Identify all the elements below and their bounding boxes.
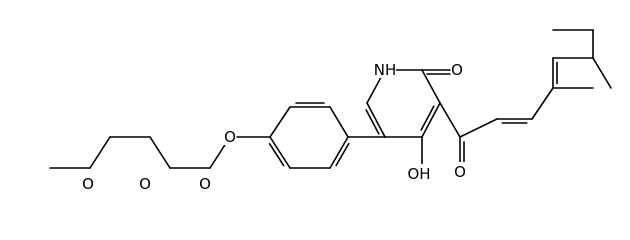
structure-canvas: NH O OH O O O O O <box>49 29 612 193</box>
bond-15 <box>269 106 291 138</box>
ether-o-phenyl-label: O <box>224 128 236 146</box>
bond-1 <box>421 69 441 104</box>
bond-31 <box>459 118 498 138</box>
ether-o-acetal-label-bg <box>198 174 212 192</box>
bond-19 <box>329 136 349 169</box>
bond-16 <box>269 136 291 169</box>
bond-26 <box>89 136 111 169</box>
carbonyl-o-ring-label: O <box>451 61 463 79</box>
hydroxyl-label-bg <box>408 164 430 182</box>
nh-label-bg <box>374 60 396 78</box>
ether-o-phenyl-label-bg <box>223 127 237 145</box>
double-bond-20 <box>335 142 350 167</box>
bond-34 <box>531 87 554 120</box>
ether-o-methoxy-label: O <box>82 175 94 193</box>
ketone-o-label: O <box>454 163 466 181</box>
ether-o-acetal-label: O <box>199 175 211 193</box>
bond-5 <box>366 102 386 138</box>
molecule-structure: NH O OH O O O O O <box>49 29 612 193</box>
double-bond-17 <box>268 143 285 167</box>
hydroxyl-label: OH <box>407 165 430 183</box>
bond-28 <box>439 102 461 138</box>
bond-24 <box>149 136 171 169</box>
double-bond-3 <box>420 105 435 131</box>
bond-layer <box>49 29 612 171</box>
ketone-o-label-bg <box>453 162 467 180</box>
ether-o-glycol-label: O <box>139 175 151 193</box>
carbonyl-o-ring-label-bg <box>450 60 464 78</box>
double-bond-6 <box>365 109 380 135</box>
bond-2 <box>421 102 441 138</box>
bond-12 <box>329 106 349 138</box>
atom-label-layer: NH O OH O O O O O <box>81 60 467 193</box>
ether-o-methoxy-label-bg <box>81 174 95 192</box>
ether-o-glycol-label-bg <box>138 174 152 192</box>
bond-39 <box>592 57 612 89</box>
nh-label: NH <box>374 61 397 79</box>
